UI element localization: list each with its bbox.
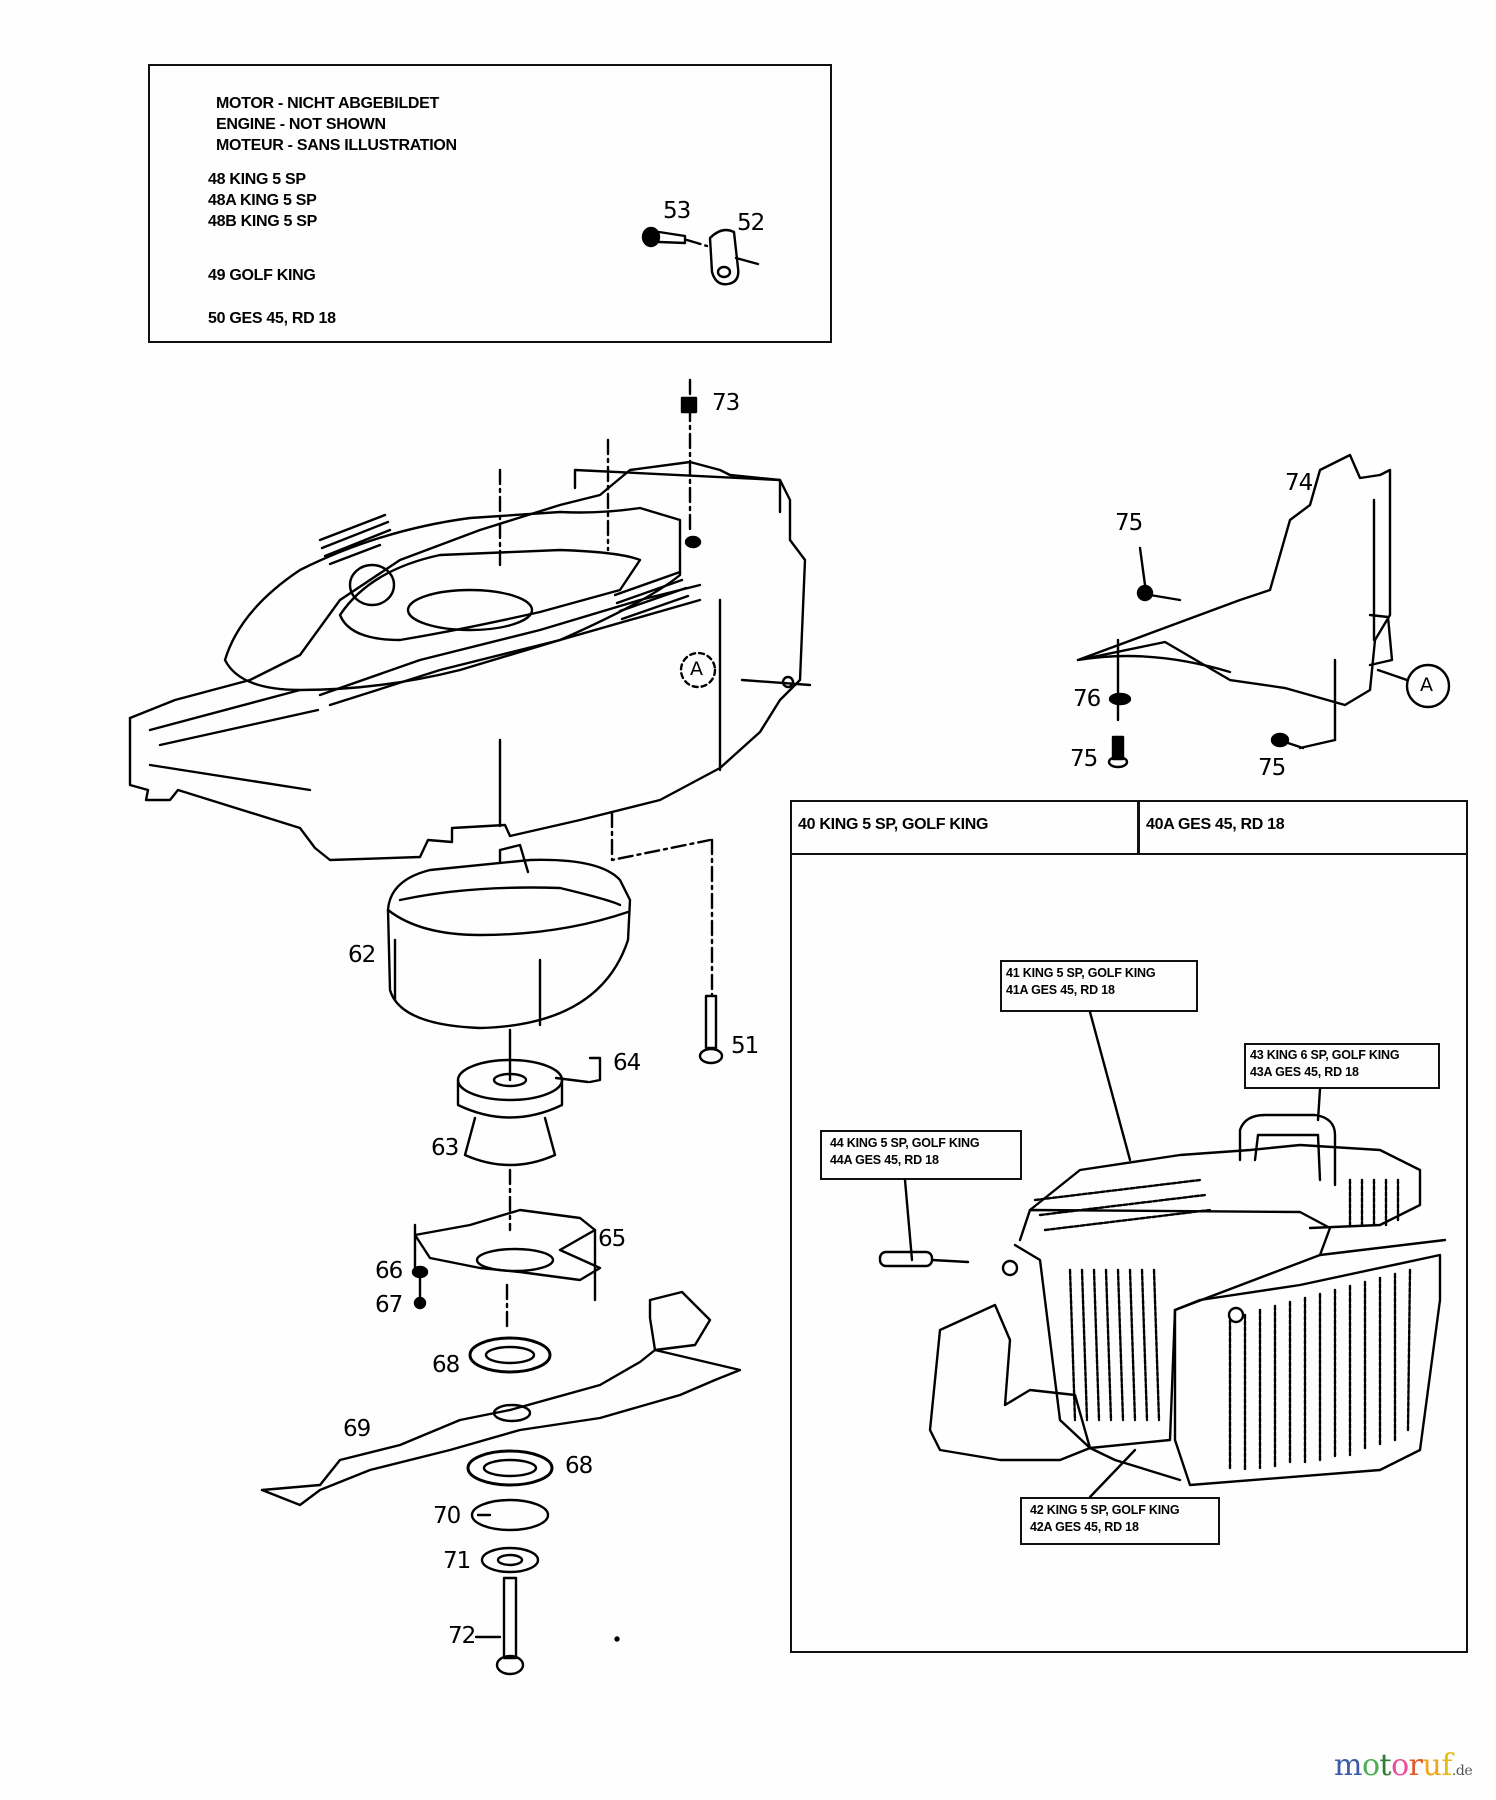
part-label-75-top: 75	[1115, 510, 1143, 536]
leader-43	[1316, 1087, 1322, 1122]
washer-68-upper	[468, 1336, 552, 1374]
model-line-48: 48 KING 5 SP	[208, 171, 306, 188]
reference-label-a-deck: A	[690, 658, 703, 680]
logo-letter: o	[1361, 1748, 1380, 1783]
callout-42-line1: 42 KING 5 SP, GOLF KING	[1030, 1503, 1180, 1517]
motoruf-logo: motoruf.de	[1334, 1748, 1473, 1783]
model-line-48b: 48B KING 5 SP	[208, 213, 318, 230]
logo-letter: u	[1422, 1748, 1442, 1783]
logo-letter: f	[1441, 1748, 1452, 1783]
leader-41	[1088, 1010, 1132, 1162]
part-label-53: 53	[663, 198, 691, 224]
reference-a-circle	[1405, 663, 1451, 709]
nut-73-icon	[680, 378, 702, 549]
table-header-divider	[792, 853, 1466, 855]
washer-71	[480, 1546, 540, 1574]
engine-line-en: ENGINE - NOT SHOWN	[216, 116, 386, 133]
key-64-icon	[588, 1056, 602, 1084]
part-label-62: 62	[348, 942, 376, 968]
part-label-67: 67	[375, 1292, 403, 1318]
engine-line-de: MOTOR - NICHT ABGEBILDET	[216, 95, 440, 112]
header-model-40a: 40A GES 45, RD 18	[1146, 816, 1285, 833]
part-label-74: 74	[1285, 470, 1313, 496]
part-label-51: 51	[731, 1033, 759, 1059]
part-label-64: 64	[613, 1050, 641, 1076]
logo-letter: t	[1379, 1748, 1392, 1783]
table-header-split	[1137, 802, 1140, 855]
callout-44: 44 KING 5 SP, GOLF KING 44A GES 45, RD 1…	[820, 1130, 1022, 1180]
callout-41-line1: 41 KING 5 SP, GOLF KING	[1006, 966, 1156, 980]
bolt-72-icon	[474, 1576, 525, 1676]
callout-41: 41 KING 5 SP, GOLF KING 41A GES 45, RD 1…	[1000, 960, 1198, 1012]
part-label-69: 69	[343, 1416, 371, 1442]
engine-line-fr: MOTEUR - SANS ILLUSTRATION	[216, 137, 457, 154]
screw-67-icon	[413, 1296, 427, 1310]
washer-70	[470, 1498, 550, 1532]
logo-letter: o	[1391, 1748, 1409, 1783]
part-label-76: 76	[1073, 686, 1101, 712]
grass-catcher-bag	[878, 1113, 1447, 1487]
callout-43: 43 KING 6 SP, GOLF KING 43A GES 45, RD 1…	[1244, 1043, 1440, 1089]
leader-44	[903, 1178, 914, 1262]
logo-suffix: .de	[1451, 1763, 1473, 1779]
callout-43-line1: 43 KING 6 SP, GOLF KING	[1250, 1048, 1400, 1062]
blade-carrier-65	[413, 1208, 602, 1302]
part-label-71: 71	[443, 1548, 471, 1574]
header-model-40: 40 KING 5 SP, GOLF KING	[798, 816, 989, 833]
callout-44-line2: 44A GES 45, RD 18	[830, 1153, 939, 1167]
model-line-50: 50 GES 45, RD 18	[208, 310, 336, 327]
mower-deck-housing	[128, 438, 812, 862]
part-label-75-bottom-left: 75	[1070, 746, 1098, 772]
part-label-73: 73	[712, 390, 740, 416]
pulley-63	[456, 1058, 564, 1167]
part-label-68-lower: 68	[565, 1453, 593, 1479]
callout-42-line2: 42A GES 45, RD 18	[1030, 1520, 1139, 1534]
model-line-48a: 48A KING 5 SP	[208, 192, 317, 209]
screw-75-bottom-left-icon	[1107, 735, 1129, 769]
blade-69	[260, 1290, 742, 1507]
logo-letter: m	[1334, 1748, 1362, 1783]
deflector-74	[1076, 453, 1394, 750]
part-label-70: 70	[433, 1503, 461, 1529]
washer-66-icon	[411, 1265, 429, 1279]
part-label-63: 63	[431, 1135, 459, 1161]
housing-ring-62	[386, 843, 632, 1030]
leader-42	[1088, 1448, 1137, 1499]
callout-41-line2: 41A GES 45, RD 18	[1006, 983, 1115, 997]
part-label-72: 72	[448, 1623, 476, 1649]
logo-letter: r	[1408, 1748, 1423, 1783]
screw-75-top-icon	[1136, 546, 1182, 602]
bolt-51-icon	[698, 994, 724, 1065]
engine-info-box: MOTOR - NICHT ABGEBILDET ENGINE - NOT SH…	[148, 64, 832, 343]
part-label-65: 65	[598, 1226, 626, 1252]
part-label-52: 52	[737, 210, 765, 236]
part-label-68-upper: 68	[432, 1352, 460, 1378]
callout-43-line2: 43A GES 45, RD 18	[1250, 1065, 1359, 1079]
callout-44-line1: 44 KING 5 SP, GOLF KING	[830, 1136, 980, 1150]
screw-75-bottom-right-icon	[1270, 732, 1305, 750]
part-label-66: 66	[375, 1258, 403, 1284]
part-label-75-bottom-right: 75	[1258, 755, 1286, 781]
screw-53-icon	[641, 226, 709, 248]
washer-68-lower	[466, 1449, 554, 1487]
model-line-49: 49 GOLF KING	[208, 267, 316, 284]
callout-42: 42 KING 5 SP, GOLF KING 42A GES 45, RD 1…	[1020, 1497, 1220, 1545]
reference-label-a-deflector: A	[1420, 674, 1433, 696]
washer-76-icon	[1108, 638, 1132, 722]
clip-52-icon	[708, 228, 760, 286]
